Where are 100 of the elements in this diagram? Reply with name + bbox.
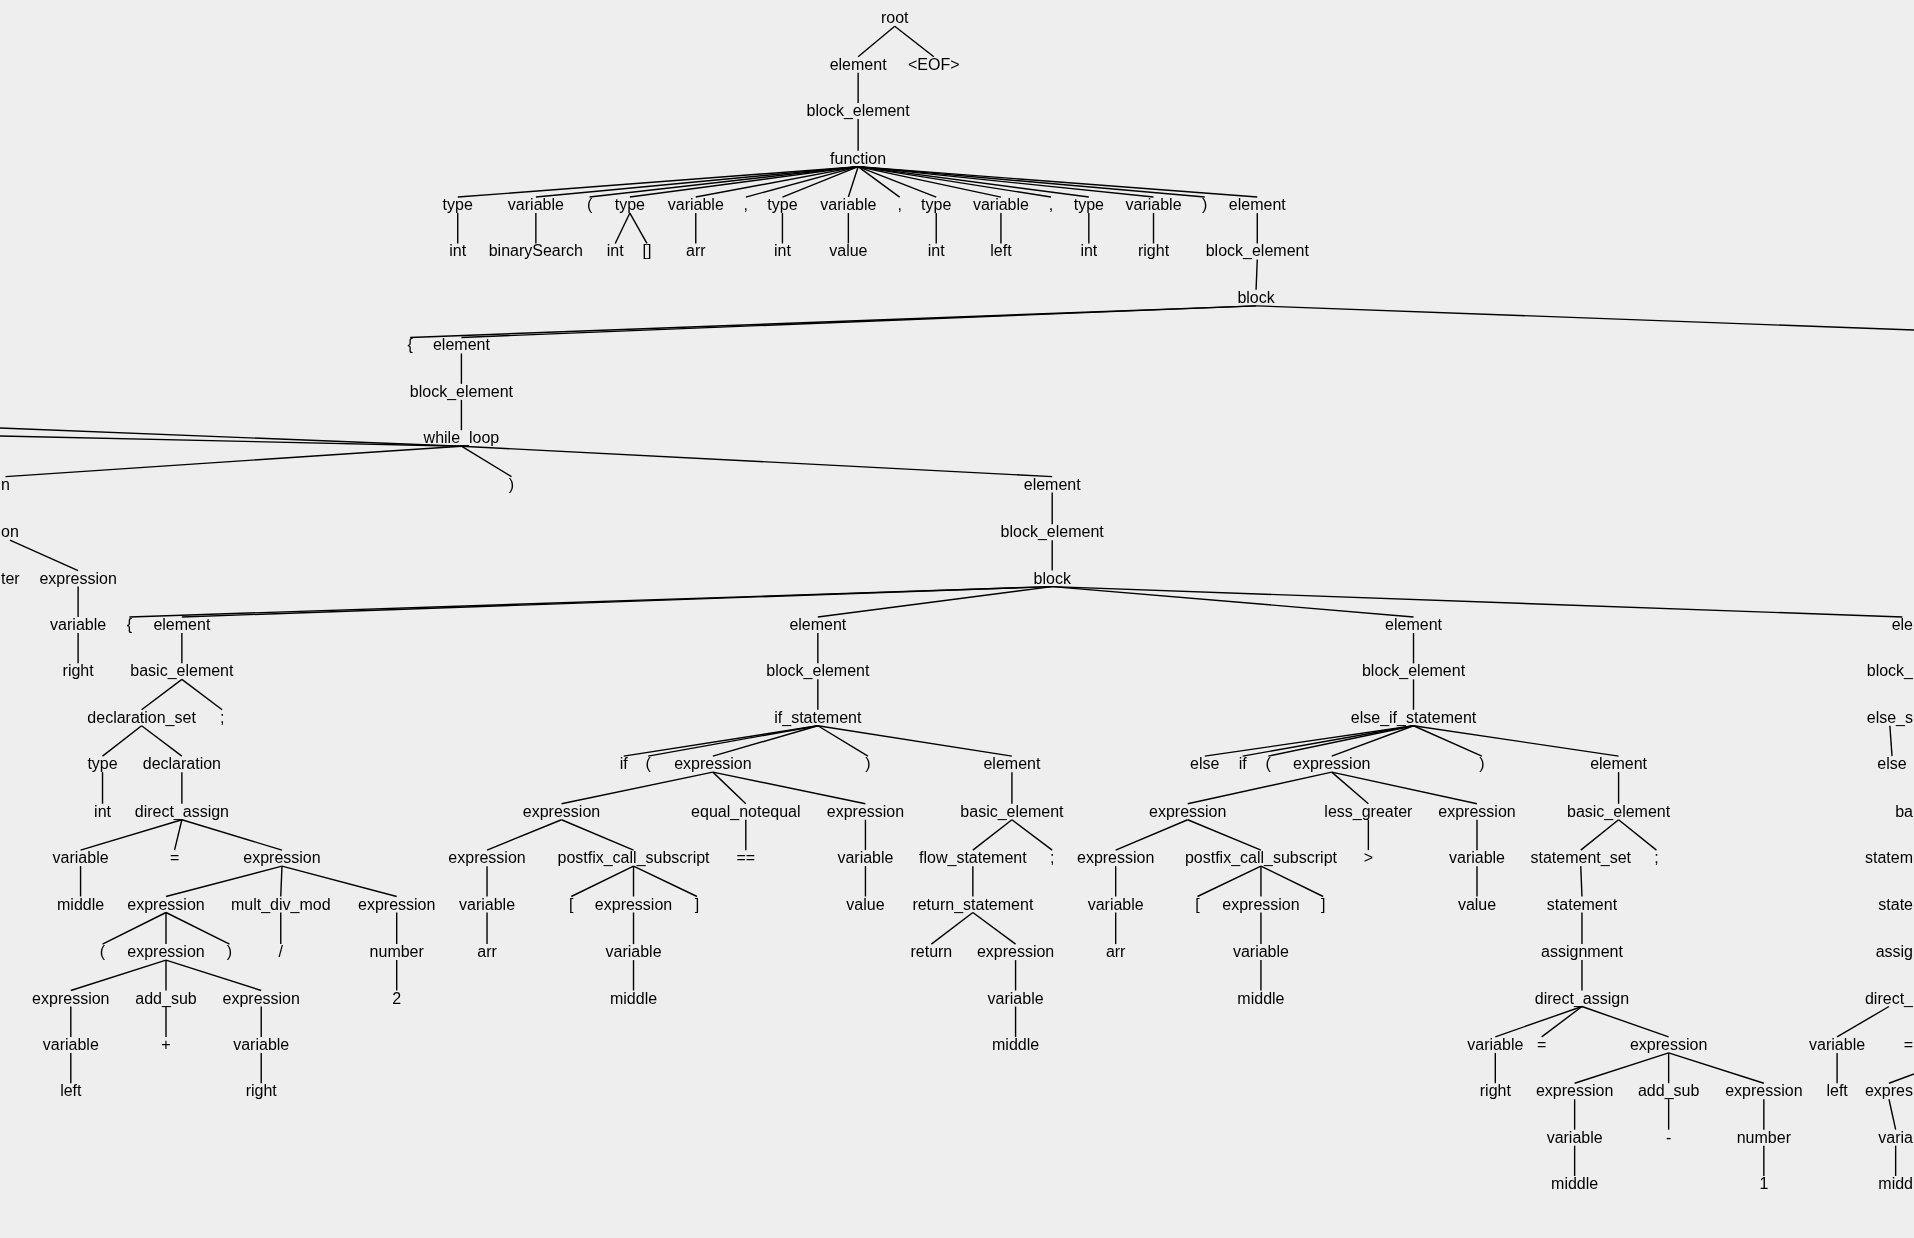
tree-branch-line: [457, 212, 459, 245]
tree-node-label: variable: [1808, 1035, 1867, 1054]
tree-branch-line: [181, 771, 183, 805]
tree-node-label: direct_assign: [133, 802, 230, 821]
tree-branch-line: [1617, 819, 1658, 851]
tree-branch-line: [70, 1005, 72, 1038]
tree-node-label: type: [766, 196, 799, 215]
tree-node-label: expression: [126, 943, 206, 962]
tree-branch-line: [817, 632, 819, 665]
tree-node-label: ;: [218, 708, 226, 727]
tree-node-label: expression: [1292, 755, 1372, 774]
tree-branch-line: [70, 1052, 72, 1084]
tree-branch-line: [560, 771, 714, 805]
tree-node-label: type: [441, 196, 474, 215]
tree-branch-line: [1014, 1005, 1017, 1038]
tree-node-label: block_element: [1360, 662, 1467, 681]
tree-node-label: variable: [986, 989, 1045, 1008]
tree-branch-line: [1412, 725, 1620, 757]
tree-branch-line: [1114, 819, 1189, 851]
tree-node-label: middle: [991, 1035, 1041, 1054]
tree-node-label: element: [431, 336, 491, 355]
tree-branch-line: [396, 959, 398, 992]
tree-branch-line: [486, 865, 488, 898]
tree-node-label: 2: [391, 989, 403, 1008]
tree-branch-line: [712, 771, 867, 805]
tree-node-label: expression: [1221, 895, 1301, 914]
tree-node-label: if: [1237, 755, 1248, 774]
tree-node-label: variable: [971, 196, 1030, 215]
tree-node-label: expression: [31, 989, 111, 1008]
tree-branch-line: [632, 865, 698, 898]
tree-node-label: {: [125, 615, 134, 634]
tree-branch-line: [1255, 305, 1914, 331]
tree-branch-line: [1011, 771, 1013, 805]
tree-node-label: 1: [1758, 1175, 1770, 1194]
tree-branch-line: [817, 585, 1053, 618]
tree-branch-line: [1836, 1005, 1890, 1038]
tree-node-label: middle: [1236, 989, 1286, 1008]
tree-branch-line: [1894, 1144, 1897, 1177]
tree-node-label: expression: [1148, 802, 1228, 821]
tree-node-label: expression: [1076, 849, 1156, 868]
tree-node-label: [: [568, 895, 575, 914]
tree-branch-line: [1412, 678, 1415, 711]
tree-branch-line: [712, 771, 747, 805]
tree-branch-line: [1581, 959, 1583, 992]
tree-branch-line: [79, 865, 82, 898]
tree-node-label: expression: [975, 943, 1056, 962]
tree-branch-line: [781, 165, 859, 198]
tree-node-label: less_greater: [1323, 802, 1414, 821]
tree-branch-line: [181, 819, 283, 851]
tree-node-label: type: [920, 196, 953, 215]
tree-branch-line: [1187, 819, 1262, 851]
tree-node-label: varia: [1877, 1128, 1914, 1147]
tree-branch-line: [847, 165, 859, 198]
tree-node-label: variable: [232, 1035, 291, 1054]
tree-branch-line: [1667, 1052, 1765, 1084]
tree-node-label: assig: [1874, 943, 1914, 962]
tree-branch-line: [281, 865, 398, 898]
tree-branch-line: [1051, 539, 1053, 572]
tree-branch-line: [181, 678, 223, 711]
tree-branch-line: [864, 819, 867, 851]
tree-node-label: variable: [1086, 895, 1145, 914]
tree-branch-line: [1114, 865, 1117, 898]
tree-branch-line: [781, 212, 784, 245]
tree-branch-line: [1581, 1005, 1670, 1038]
tree-branch-line: [1011, 819, 1053, 851]
tree-branch-line: [1088, 212, 1090, 245]
tree-node-label: number: [1735, 1128, 1792, 1147]
tree-branch-line: [173, 819, 183, 851]
tree-node-label: type: [1072, 196, 1105, 215]
tree-node-label: while_loop: [422, 429, 501, 448]
tree-branch-line: [560, 819, 635, 851]
tree-node-label: ): [225, 943, 234, 962]
tree-node-label: on: [0, 523, 20, 542]
tree-branch-line: [1260, 865, 1324, 898]
tree-node-label: int: [1079, 242, 1099, 261]
tree-node-label: expression: [221, 989, 301, 1008]
tree-branch-line: [1573, 1098, 1576, 1131]
tree-node-label: variable: [1231, 943, 1290, 962]
tree-node-label: expression: [1437, 802, 1517, 821]
tree-branch-line: [1152, 212, 1155, 245]
tree-branch-line: [864, 865, 867, 898]
tree-branch-line: [181, 632, 183, 665]
tree-node-label: int: [93, 802, 112, 821]
tree-node-label: declaration: [141, 755, 222, 774]
tree-branch-line: [77, 585, 79, 618]
tree-node-label: expression: [1534, 1082, 1615, 1101]
tree-branch-line: [712, 725, 819, 757]
tree-branch-line: [935, 212, 937, 245]
tree-branch-line: [972, 911, 1017, 945]
tree-node-label: expression: [825, 802, 906, 821]
tree-branch-line: [930, 911, 974, 945]
tree-node-label: function: [829, 149, 888, 168]
tree-node-label: direct_: [1863, 989, 1914, 1008]
tree-node-label: variable: [1448, 849, 1506, 868]
tree-node-label: n: [0, 475, 11, 494]
tree-node-label: variable: [604, 943, 663, 962]
tree-branch-line: [70, 959, 167, 992]
tree-branch-line: [857, 72, 859, 104]
tree-node-label: ==: [735, 849, 757, 868]
tree-node-label: element: [1589, 755, 1649, 774]
